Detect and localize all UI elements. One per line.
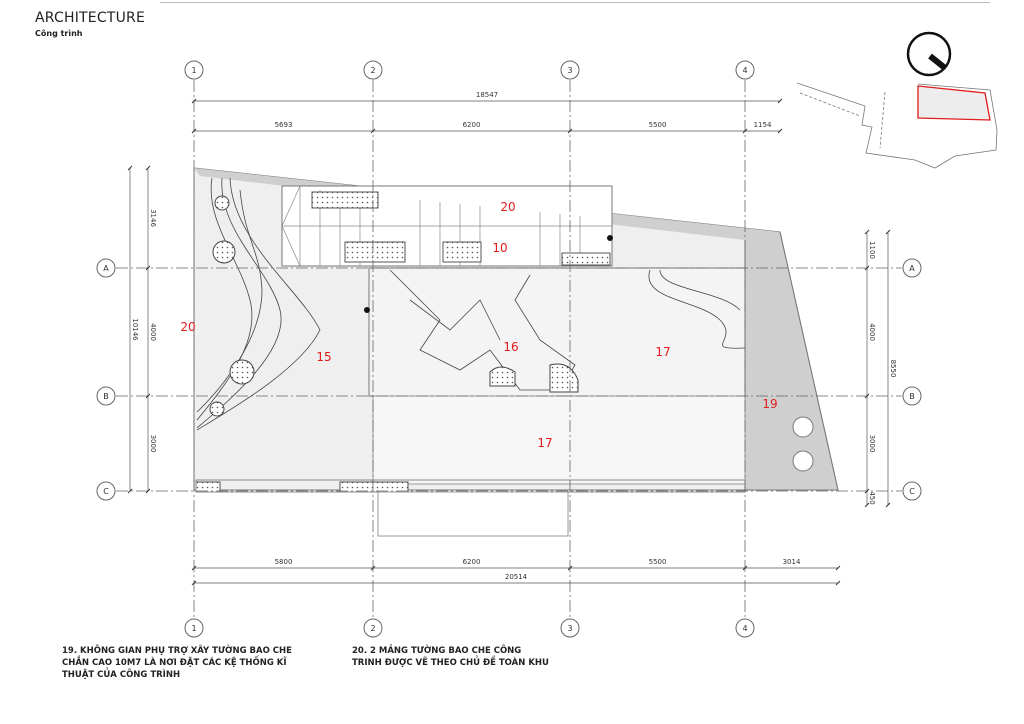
lower-room: [372, 395, 746, 485]
zone-label: 16: [503, 340, 518, 354]
grid-bubble-3: 3: [560, 60, 580, 80]
svg-text:B: B: [103, 392, 109, 401]
dim-top-total: 18547: [476, 91, 498, 99]
dim-right-segment: 1100: [868, 241, 876, 259]
grid-bubble-B: B: [902, 386, 922, 406]
svg-text:4: 4: [742, 66, 747, 75]
dim-top-segment: 5500: [649, 121, 667, 129]
zone-label: 20: [180, 320, 195, 334]
svg-text:B: B: [909, 392, 915, 401]
grid-bubble-C: C: [902, 481, 922, 501]
landscape-curves: [196, 177, 746, 431]
dim-right-segment: 3000: [868, 435, 876, 453]
svg-text:2: 2: [370, 66, 375, 75]
dim-bottom-segment: 6200: [463, 558, 481, 566]
svg-text:1: 1: [191, 624, 196, 633]
dim-bottom-segment: 5800: [275, 558, 293, 566]
grid-bubble-A: A: [902, 258, 922, 278]
key-plan-highlight: [917, 85, 991, 121]
dim-left-segment: 3146: [149, 209, 157, 227]
technical-space: [744, 231, 839, 491]
dim-right-total: 8550: [889, 360, 897, 378]
page-subtitle: Công trình: [35, 29, 83, 38]
svg-text:A: A: [103, 264, 109, 273]
north-arrow-icon: [906, 31, 952, 77]
grid-bubble-1: 1: [184, 60, 204, 80]
svg-text:C: C: [103, 487, 109, 496]
svg-text:3: 3: [567, 66, 572, 75]
zone-label: 20: [500, 200, 515, 214]
dim-top-segment: 6200: [463, 121, 481, 129]
note-19: 19. KHÔNG GIAN PHỤ TRỢ XÂY TƯỜNG BAO CHE…: [62, 646, 292, 680]
grid-bubble-2: 2: [363, 60, 383, 80]
stair-treads: [281, 185, 612, 267]
grid-bubble-B: B: [96, 386, 116, 406]
grid-bubble-C: C: [96, 481, 116, 501]
dim-bottom-segment: 5500: [649, 558, 667, 566]
dim-bottom-total: 20514: [505, 573, 528, 581]
dim-top-segment: 1154: [754, 121, 772, 129]
dim-left-total: 10146: [131, 318, 139, 341]
key-plan: [796, 82, 998, 169]
grid-bubble-4: 4: [735, 618, 755, 638]
grid-bubble-2: 2: [363, 618, 383, 638]
grid-bubble-3: 3: [560, 618, 580, 638]
zone-label: 17: [537, 436, 552, 450]
dim-top-segment: 5693: [275, 121, 293, 129]
zone-label: 10: [492, 241, 507, 255]
svg-text:1: 1: [191, 66, 196, 75]
header-rule: [160, 2, 990, 3]
zone-label: 17: [655, 345, 670, 359]
svg-text:3: 3: [567, 624, 572, 633]
dim-left-segment: 3000: [149, 435, 157, 453]
grid-bubble-A: A: [96, 258, 116, 278]
zone-label: 19: [762, 397, 777, 411]
grid-bubble-1: 1: [184, 618, 204, 638]
grid-bubble-4: 4: [735, 60, 755, 80]
svg-text:A: A: [909, 264, 915, 273]
dim-left-segment: 4000: [149, 323, 157, 341]
svg-text:2: 2: [370, 624, 375, 633]
dim-right-segment: 450: [868, 491, 876, 504]
page-title: ARCHITECTURE: [35, 10, 145, 26]
svg-text:4: 4: [742, 624, 747, 633]
dim-right-segment: 4000: [868, 323, 876, 341]
dim-bottom-segment: 3014: [783, 558, 801, 566]
zone-label: 15: [316, 350, 331, 364]
svg-text:C: C: [909, 487, 915, 496]
note-20: 20. 2 MẢNG TƯỜNG BAO CHE CÔNG TRINH ĐƯỢC…: [352, 646, 549, 668]
